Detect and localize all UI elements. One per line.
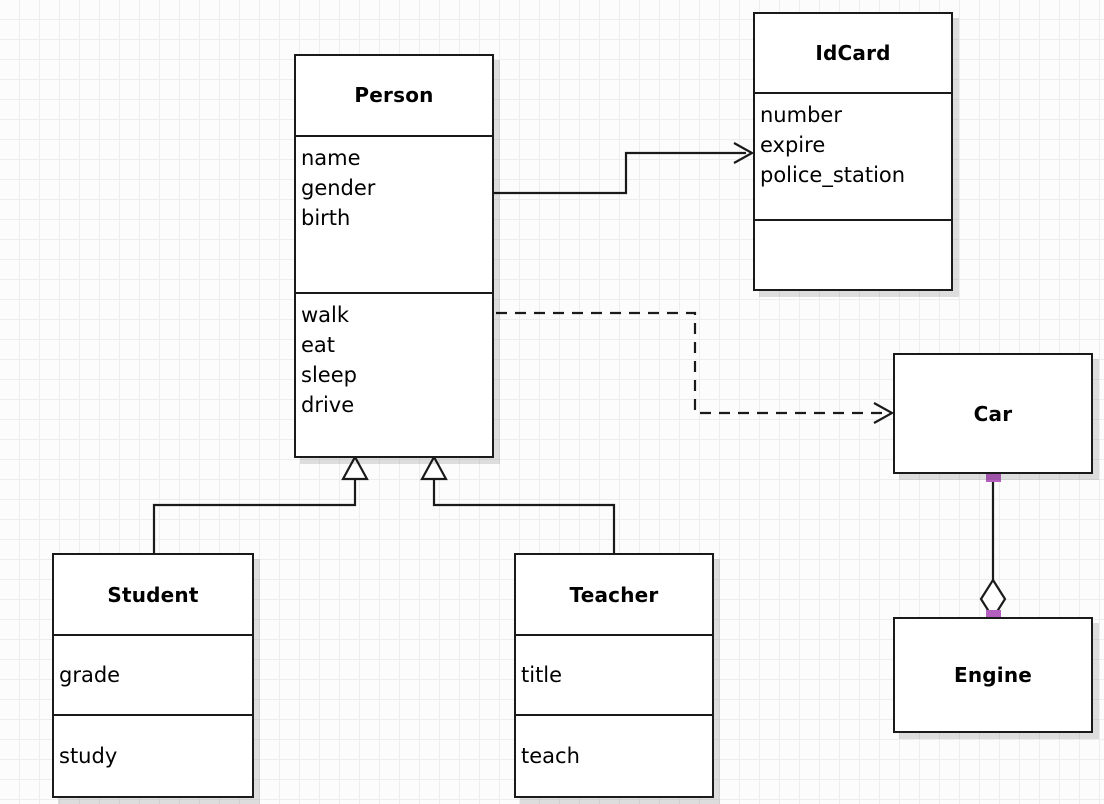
attribute-item: gender bbox=[301, 175, 376, 200]
open-arrow-head-idcard bbox=[733, 142, 755, 164]
operation-item: teach bbox=[521, 743, 580, 768]
attributes-compartment-idcard: number expire police_station bbox=[755, 92, 951, 219]
generalization-student-person[interactable] bbox=[152, 454, 369, 553]
class-box-teacher[interactable]: Teacher title teach bbox=[514, 553, 714, 798]
attribute-item: police_station bbox=[760, 163, 906, 188]
attributes-compartment-teacher: title bbox=[516, 634, 712, 713]
association-person-idcard-line[interactable] bbox=[494, 151, 746, 195]
operation-item: drive bbox=[301, 392, 355, 417]
class-box-idcard[interactable]: IdCard number expire police_station bbox=[753, 12, 953, 291]
aggregation-car-engine[interactable] bbox=[979, 467, 1007, 625]
class-name-engine: Engine bbox=[953, 663, 1033, 687]
dependency-person-car[interactable] bbox=[496, 311, 895, 424]
class-name-idcard: IdCard bbox=[815, 41, 891, 66]
attributes-compartment-person: name gender birth bbox=[296, 134, 492, 292]
operation-item: walk bbox=[301, 302, 350, 327]
attribute-item: name bbox=[301, 145, 361, 170]
class-box-student[interactable]: Student grade study bbox=[52, 553, 254, 798]
class-box-car[interactable]: Car bbox=[893, 353, 1093, 474]
generalization-teacher-person[interactable] bbox=[420, 454, 616, 553]
operation-item: eat bbox=[301, 332, 336, 357]
hollow-triangle-head-teacher bbox=[420, 454, 448, 481]
attribute-item: grade bbox=[59, 663, 121, 687]
attribute-item: birth bbox=[301, 205, 351, 230]
operation-item: study bbox=[59, 743, 118, 768]
operations-compartment-teacher: teach bbox=[516, 713, 712, 796]
class-title-student: Student bbox=[54, 555, 252, 634]
class-title-idcard: IdCard bbox=[755, 14, 951, 92]
class-box-engine[interactable]: Engine bbox=[893, 617, 1093, 733]
attribute-item: number bbox=[760, 103, 842, 128]
attributes-compartment-student: grade bbox=[54, 634, 252, 713]
operation-item: sleep bbox=[301, 362, 357, 387]
operations-compartment-person: walk eat sleep drive bbox=[296, 291, 492, 456]
class-title-car: Car bbox=[895, 355, 1091, 472]
class-name-student: Student bbox=[107, 582, 199, 607]
attribute-item: expire bbox=[760, 133, 826, 158]
class-title-teacher: Teacher bbox=[516, 555, 712, 634]
attribute-item: title bbox=[521, 663, 563, 687]
operations-compartment-student: study bbox=[54, 713, 252, 796]
class-title-person: Person bbox=[296, 56, 492, 135]
class-name-person: Person bbox=[354, 83, 434, 108]
hollow-triangle-head-student bbox=[341, 454, 369, 481]
class-name-teacher: Teacher bbox=[569, 582, 659, 607]
generalization-teacher-person-line[interactable] bbox=[432, 477, 616, 553]
generalization-student-person-line[interactable] bbox=[152, 477, 357, 553]
class-box-person[interactable]: Person name gender birth walk eat sleep … bbox=[294, 54, 494, 458]
operations-compartment-idcard bbox=[755, 219, 951, 289]
class-name-car: Car bbox=[973, 401, 1013, 426]
dependency-person-car-line[interactable] bbox=[496, 311, 886, 415]
association-person-idcard[interactable] bbox=[494, 142, 755, 195]
class-title-engine: Engine bbox=[895, 619, 1091, 731]
open-arrow-head-car bbox=[873, 402, 895, 424]
